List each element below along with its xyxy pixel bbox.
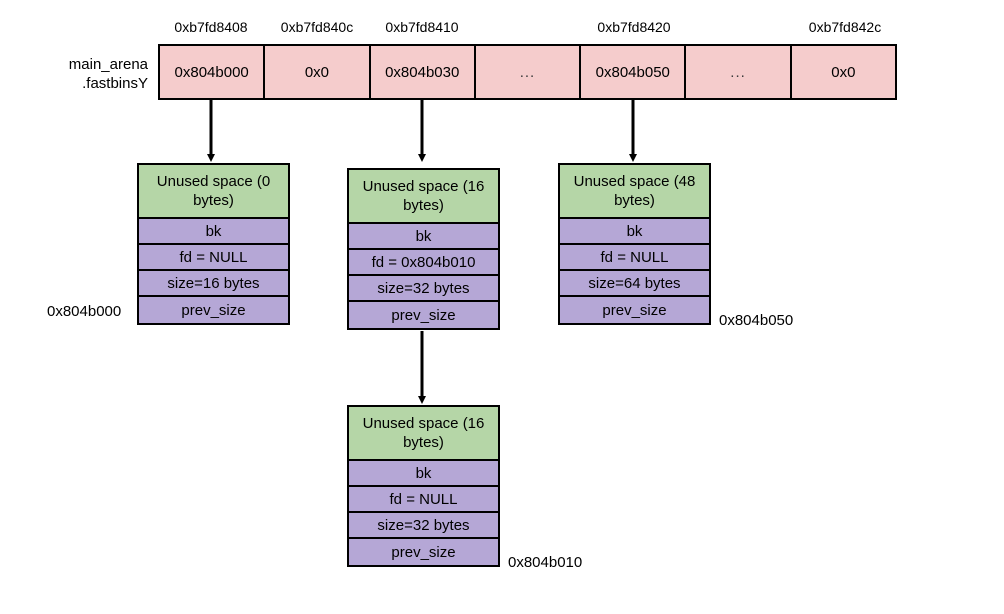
chunk-804b030-bk: bk	[349, 224, 498, 250]
fastbin-cell-1[interactable]: 0x0	[265, 46, 371, 98]
fastbin-address-6: 0xb7fd842c	[808, 19, 882, 35]
chunk-804b050-prev-size: prev_size	[560, 297, 709, 323]
chunk-804b030[interactable]: Unused space (16 bytes) bk fd = 0x804b01…	[347, 168, 500, 330]
fastbinsy-array: 0x804b000 0x0 0x804b030 ... 0x804b050 ..…	[158, 44, 897, 100]
chunk-804b000-size: size=16 bytes	[139, 271, 288, 297]
chunk-804b030-prev-size: prev_size	[349, 302, 498, 328]
chunk-804b030-unused-space: Unused space (16 bytes)	[349, 170, 498, 224]
chunk-804b000-prev-size: prev_size	[139, 297, 288, 323]
chunk-804b010-prev-size: prev_size	[349, 539, 498, 565]
chunk-804b000-fd: fd = NULL	[139, 245, 288, 271]
main-arena-fastbinsy-label: main_arena .fastbinsY	[68, 56, 148, 92]
chunk-804b010-unused-space: Unused space (16 bytes)	[349, 407, 498, 461]
chunk-804b050-size: size=64 bytes	[560, 271, 709, 297]
chunk-804b050-unused-space: Unused space (48 bytes)	[560, 165, 709, 219]
fastbin-address-1: 0xb7fd840c	[280, 19, 354, 35]
chunk-804b010-fd: fd = NULL	[349, 487, 498, 513]
fastbin-address-2: 0xb7fd8410	[385, 19, 459, 35]
fastbin-cell-4[interactable]: 0x804b050	[581, 46, 687, 98]
fastbin-cell-2[interactable]: 0x804b030	[370, 46, 476, 98]
chunk-804b030-fd: fd = 0x804b010	[349, 250, 498, 276]
fastbin-cell-0[interactable]: 0x804b000	[160, 46, 266, 98]
fastbin-address-0: 0xb7fd8408	[174, 19, 248, 35]
chunk-804b010-address-label: 0x804b010	[508, 554, 583, 571]
chunk-804b010[interactable]: Unused space (16 bytes) bk fd = NULL siz…	[347, 405, 500, 567]
fastbin-cell-5[interactable]: ...	[686, 46, 792, 98]
chunk-804b010-size: size=32 bytes	[349, 513, 498, 539]
chunk-804b050[interactable]: Unused space (48 bytes) bk fd = NULL siz…	[558, 163, 711, 325]
fastbin-cell-3[interactable]: ...	[475, 46, 582, 98]
chunk-804b000-unused-space: Unused space (0 bytes)	[139, 165, 288, 219]
chunk-804b000-address-label: 0x804b000	[47, 303, 122, 320]
chunk-804b030-size: size=32 bytes	[349, 276, 498, 302]
chunk-804b000[interactable]: Unused space (0 bytes) bk fd = NULL size…	[137, 163, 290, 325]
fastbin-address-4: 0xb7fd8420	[597, 19, 671, 35]
chunk-804b050-address-label: 0x804b050	[719, 312, 794, 329]
chunk-804b050-bk: bk	[560, 219, 709, 245]
chunk-804b010-bk: bk	[349, 461, 498, 487]
chunk-804b050-fd: fd = NULL	[560, 245, 709, 271]
fastbin-cell-6[interactable]: 0x0	[791, 46, 895, 98]
chunk-804b000-bk: bk	[139, 219, 288, 245]
